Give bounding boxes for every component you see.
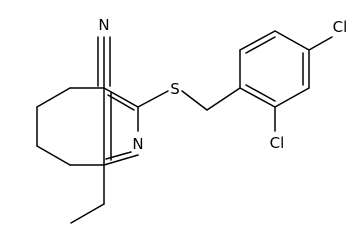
- chlorine-bottom-label: Cl: [270, 134, 285, 152]
- bond: [103, 154, 139, 166]
- bond: [70, 203, 105, 224]
- bond: [103, 87, 139, 108]
- bond: [137, 90, 169, 108]
- atom-labels: N S N Cl Cl: [98, 16, 347, 153]
- bond: [245, 84, 276, 102]
- bond: [181, 90, 208, 111]
- nitrile-nitrogen-label: N: [98, 16, 109, 34]
- bond: [206, 87, 241, 111]
- bond: [274, 30, 310, 51]
- saturated-ring: [36, 87, 105, 166]
- bond: [36, 87, 71, 108]
- chemical-structure-diagram: N S N Cl Cl: [36, 16, 347, 224]
- ring-nitrogen-label: N: [132, 135, 143, 153]
- bond: [274, 87, 310, 108]
- chlorine-bonds: [274, 36, 333, 132]
- bond: [239, 30, 276, 51]
- thioether-linker: [137, 87, 241, 111]
- bond: [308, 36, 333, 51]
- chlorine-top-label: Cl: [333, 18, 348, 36]
- bond: [107, 94, 135, 111]
- bond: [105, 151, 132, 160]
- nitrile-group: [97, 36, 111, 89]
- ethyl-group: [70, 164, 105, 224]
- pyridine-ring: [103, 87, 139, 166]
- bond: [36, 145, 71, 166]
- benzene-ring: [239, 30, 310, 108]
- sulfur-label: S: [170, 80, 180, 98]
- bond: [245, 36, 276, 54]
- bond: [239, 87, 276, 108]
